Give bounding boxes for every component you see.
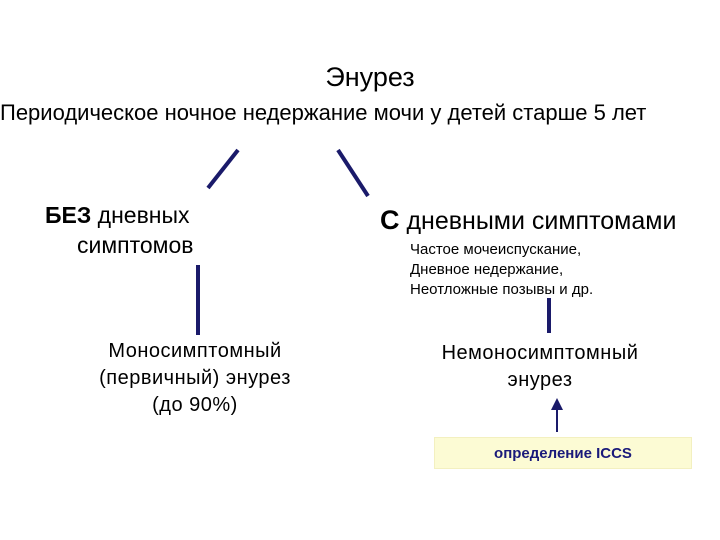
left-heading-line2: симптомов: [77, 232, 194, 258]
symptom-item: Дневное недержание,: [410, 261, 564, 278]
nonmono-line: Немоносимптомный: [441, 342, 639, 364]
nonmonosymptomatic-result: Немоносимптомный энурез: [400, 340, 680, 394]
right-branch-heading: С дневными симптомами: [380, 205, 676, 236]
left-heading-rest: дневных: [91, 202, 190, 228]
mono-line: (первичный) энурез: [99, 367, 291, 389]
monosymptomatic-result: Моносимптомный (первичный) энурез (до 90…: [60, 338, 330, 419]
page-title: Энурез: [325, 62, 415, 92]
symptom-item: Неотложные позывы и др.: [410, 281, 594, 298]
nonmono-line: энурез: [507, 369, 573, 391]
mono-line: Моносимптомный: [108, 340, 282, 362]
symptom-list: Частое мочеиспускание, Дневное недержани…: [410, 240, 593, 300]
page-subtitle: Периодическое ночное недержание мочи у д…: [0, 100, 647, 125]
mono-line: (до 90%): [152, 394, 238, 416]
connector-left-diagonal: [206, 148, 240, 190]
left-branch-heading: БЕЗ дневных симптомов: [45, 200, 194, 260]
left-heading-line1: БЕЗ дневных: [45, 200, 194, 230]
arrow-head-icon: [551, 398, 563, 410]
left-heading-bold: БЕЗ: [45, 202, 92, 228]
right-heading-bold: С: [380, 205, 400, 235]
iccs-label: определение ICCS: [494, 444, 632, 462]
connector-right-diagonal: [336, 148, 370, 198]
symptom-item: Частое мочеиспускание,: [410, 241, 582, 258]
iccs-definition-box: определение ICCS: [434, 437, 692, 469]
right-heading-rest: дневными симптомами: [399, 207, 677, 235]
